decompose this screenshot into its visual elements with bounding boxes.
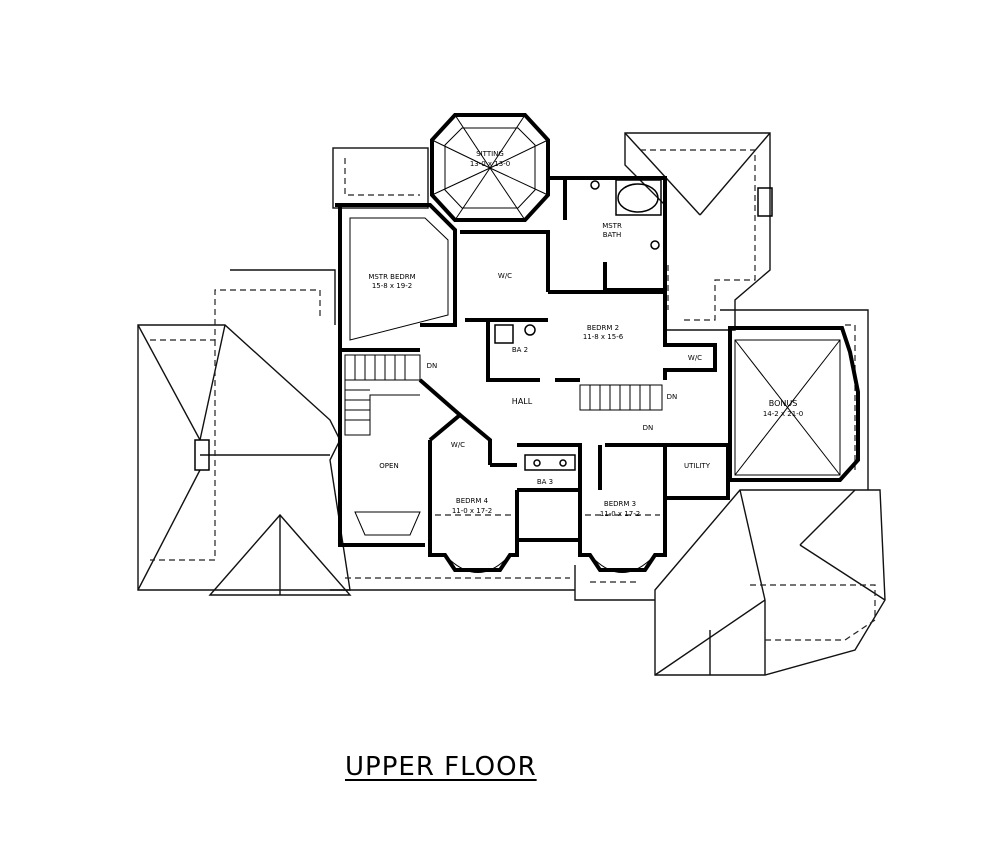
dims-bedrm3: 11-0 x 17-2	[600, 510, 640, 518]
dims-mstr-bedrm: 15-8 x 19-2	[372, 282, 412, 290]
label-open: OPEN	[379, 462, 398, 470]
label-mstr-bath: MSTR	[602, 222, 622, 230]
dims-bonus: 14-2 x 21-0	[763, 410, 803, 418]
label-wic4: W/C	[451, 441, 465, 449]
left-roof	[137, 324, 351, 591]
label-dn-center: DN	[667, 393, 678, 401]
chimney-right	[757, 187, 773, 217]
label-wic-master: W/C	[498, 272, 512, 280]
label-mstr-bedrm: MSTR BEDRM	[368, 273, 415, 281]
dims-bedrm2: 11-8 x 15-6	[583, 333, 624, 341]
chimney-left	[194, 439, 210, 471]
label-bedrm3: BEDRM 3	[604, 500, 636, 508]
dims-sitting: 13-0 x 13-0	[470, 160, 510, 168]
label-utility: UTILITY	[684, 462, 711, 470]
label-bedrm2: BEDRM 2	[587, 324, 619, 332]
label-bonus: BONUS	[769, 399, 798, 408]
eave-lines	[150, 149, 876, 641]
label-ba3: BA 3	[537, 478, 553, 486]
dims-bedrm4: 11-0 x 17-2	[452, 507, 492, 515]
label-dn-right: DN	[643, 424, 654, 432]
walls	[335, 113, 860, 572]
plan-caption: UPPER FLOOR	[345, 752, 537, 782]
porch-roof	[332, 147, 429, 209]
label-dn-left: DN	[427, 362, 438, 370]
right-bottom-roof	[654, 489, 886, 676]
bonus-walls	[728, 326, 860, 482]
label-hall: HALL	[512, 397, 533, 406]
label-ba2: BA 2	[512, 346, 528, 354]
room-labels: SITTING 13-0 x 13-0 MSTR BATH MSTR BEDRM…	[368, 150, 803, 518]
right-top-roof	[624, 132, 771, 331]
interior-details	[344, 114, 841, 573]
label-mstr-bath-2: BATH	[603, 231, 622, 239]
label-wic2: W/C	[688, 354, 702, 362]
label-bedrm4: BEDRM 4	[456, 497, 489, 505]
label-sitting: SITTING	[476, 150, 504, 158]
